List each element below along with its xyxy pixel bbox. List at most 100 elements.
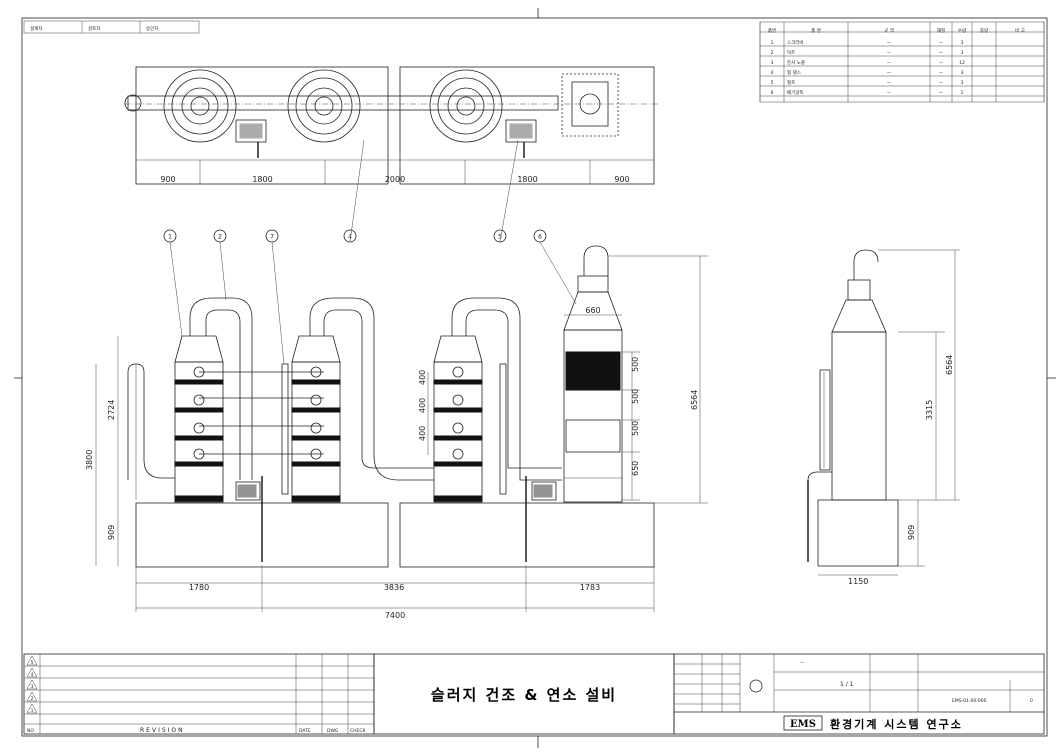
- spray-nozzle: [452, 422, 464, 434]
- spray-band: [433, 379, 483, 385]
- date-label: DATE: [299, 728, 311, 734]
- exhaust-stack: [563, 245, 623, 503]
- plan-duct: [127, 95, 559, 111]
- tower-section-dimension: 400: [418, 426, 427, 441]
- no-label: NO: [27, 728, 34, 734]
- bom-cell: 덕트: [787, 49, 795, 56]
- spray-nozzle: [452, 366, 464, 378]
- stack-section-dimension: 650: [631, 461, 640, 476]
- spray-nozzle: [452, 448, 464, 460]
- plan-pump-2: [505, 119, 537, 143]
- part-balloon: [213, 229, 227, 243]
- spray-band: [433, 407, 483, 413]
- bom-cell: —: [939, 71, 944, 76]
- bom-cell: —: [939, 41, 944, 46]
- header-cell: 설계자: [30, 25, 43, 32]
- part-balloon-number: 7: [270, 234, 274, 241]
- side-dim: 3315: [925, 400, 934, 420]
- bom-cell: 2: [771, 50, 774, 56]
- side-width-dim: 1150: [848, 577, 868, 586]
- part-balloon: [493, 229, 507, 243]
- revision-triangle-number: 3: [31, 684, 34, 690]
- bom-cell: 3: [771, 60, 774, 66]
- bom-header: 수량: [958, 27, 966, 34]
- bom-cell: —: [939, 51, 944, 56]
- spray-nozzle: [452, 394, 464, 406]
- bom-header: 비 고: [1015, 27, 1025, 34]
- bom-cell: 분사 노즐: [787, 59, 805, 66]
- pump-1: [235, 481, 261, 501]
- bom-header: 중량: [980, 27, 988, 34]
- plan-pump-1: [235, 119, 267, 143]
- bom-cell: 3: [961, 40, 964, 46]
- check-label: CHECK: [350, 728, 367, 734]
- spray-band: [174, 407, 224, 413]
- spray-band: [174, 461, 224, 467]
- side-dim: 909: [907, 525, 916, 540]
- plan-scrubber-3: [429, 69, 503, 143]
- bottom-dimension: 3836: [384, 583, 404, 592]
- revision-triangle: [26, 667, 38, 678]
- rev-number: 0: [1030, 698, 1033, 704]
- plan-view: [124, 66, 660, 185]
- part-balloon-number: 1: [168, 234, 172, 241]
- plan-dimension: 1800: [252, 175, 272, 184]
- part-balloon: [265, 229, 279, 243]
- u-duct-3: [451, 297, 562, 481]
- left-dimension: 2724: [107, 400, 116, 420]
- plan-dimension: 900: [160, 175, 175, 184]
- bom-cell: —: [887, 91, 892, 96]
- spray-nozzle: [193, 394, 205, 406]
- bom-cell: 1: [771, 40, 774, 46]
- inlet-riser: [127, 363, 175, 480]
- left-dimension: 909: [107, 525, 116, 540]
- spray-band: [433, 435, 483, 441]
- stack-section-dimension: 500: [631, 421, 640, 436]
- revision-triangle-number: 4: [31, 672, 34, 678]
- bom-header: 품 명: [811, 27, 821, 34]
- stack-section-dimension: 500: [631, 389, 640, 404]
- header-strip: 설계자 검토자 승인자: [23, 20, 200, 34]
- part-balloon: [533, 229, 547, 243]
- bom-cell: 3: [961, 50, 964, 56]
- foundation-right: [399, 502, 655, 568]
- bom-cell: 스크러버: [787, 39, 804, 46]
- filter-media-light: [565, 419, 621, 453]
- company-name: 환경기계 시스템 연구소: [830, 717, 963, 731]
- ems-logo-box: [783, 715, 823, 731]
- bom-header: 품번: [768, 27, 776, 34]
- bom-cell: 5: [771, 80, 774, 86]
- spray-band: [291, 461, 341, 467]
- bom-cell: —: [887, 51, 892, 56]
- part-balloon: [343, 229, 357, 243]
- tower-section-dimension: 400: [418, 370, 427, 385]
- drawing-title: 슬러지 건조 & 연소 설비: [431, 686, 617, 704]
- revision-label: REVISION: [140, 727, 185, 734]
- plan-dimension: 1800: [517, 175, 537, 184]
- spray-band: [291, 407, 341, 413]
- spray-band: [433, 461, 483, 467]
- bom-cell: —: [887, 41, 892, 46]
- bom-cell: —: [939, 81, 944, 86]
- plan-dimension: 2000: [385, 175, 405, 184]
- proj-label: —: [800, 661, 805, 666]
- overall-width-dimension: 7400: [385, 611, 405, 620]
- spray-nozzle: [193, 422, 205, 434]
- revision-triangle-number: 5: [31, 660, 34, 666]
- header-cell: 승인자: [146, 25, 159, 32]
- bottom-dimension: 1780: [189, 583, 209, 592]
- spray-band: [291, 379, 341, 385]
- pump-2: [531, 481, 557, 501]
- part-balloon-number: 5: [498, 234, 502, 241]
- bom-cell: 1: [961, 90, 964, 96]
- scale-value: 1 / 1: [840, 681, 854, 688]
- projection-symbol: [749, 679, 763, 693]
- height-dimension: 6564: [690, 390, 699, 410]
- bom-header: 재질: [937, 27, 945, 34]
- scrubber-tower-1: [174, 335, 224, 503]
- bom-cell: 12: [959, 60, 965, 66]
